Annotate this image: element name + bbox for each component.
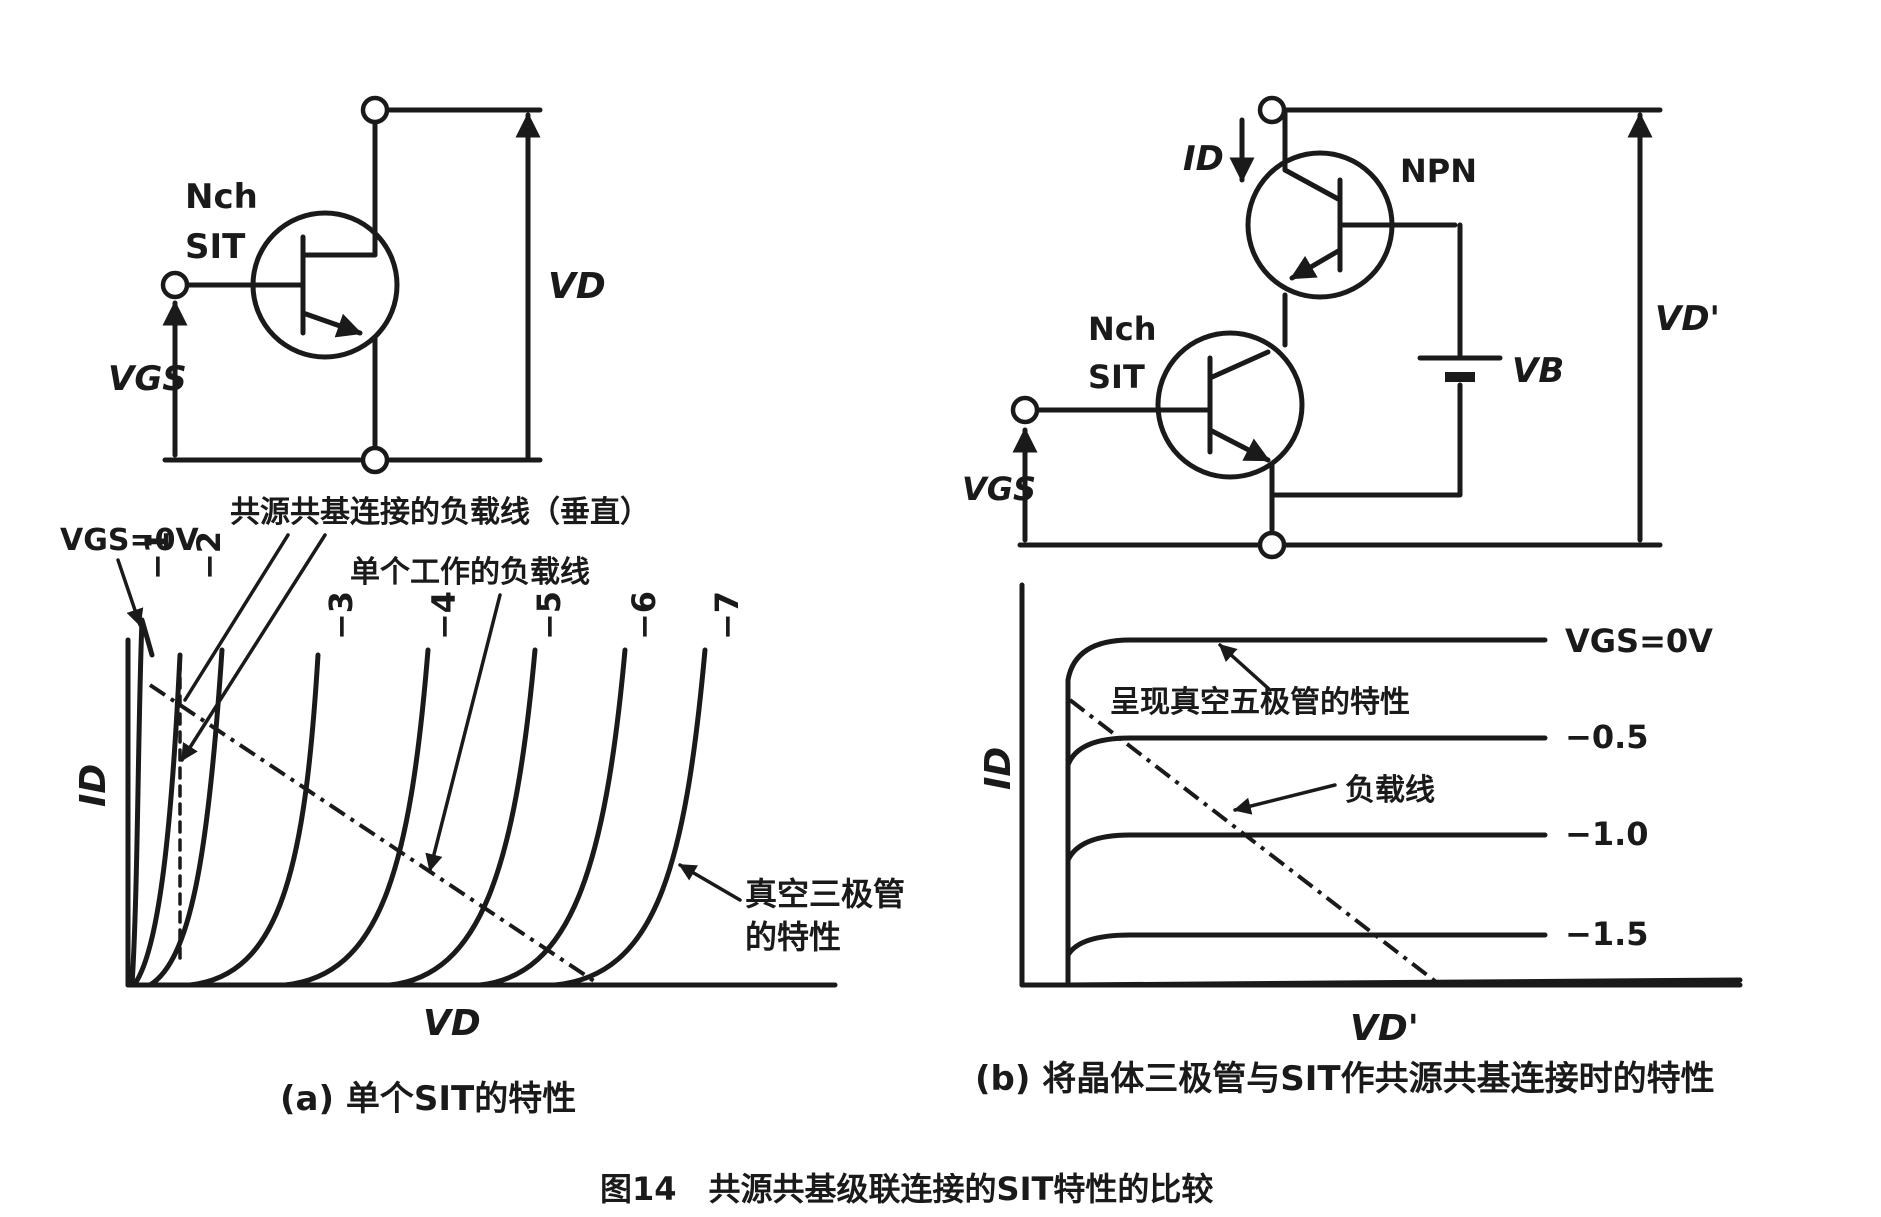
label-b-minus-1.5: −1.5 — [1565, 915, 1649, 953]
vgs-label: VGS — [108, 359, 187, 399]
curve-vgs-minus-3 — [187, 652, 321, 988]
label-vgs-minus-1: −1 — [138, 531, 176, 580]
label-b-minus-1.0: −1.0 — [1565, 815, 1649, 853]
panel-a-caption: (a) 单个SIT的特性 — [280, 1079, 576, 1119]
load-line-label-b: 负载线 — [1345, 773, 1435, 808]
figure-caption: 图14 共源共基级联连接的SIT特性的比较 — [600, 1170, 1213, 1208]
drain-terminal — [360, 95, 390, 125]
cascode-load-line-label: 共源共基连接的负载线（垂直） — [230, 495, 650, 530]
device-label-b-line1: Nch — [1088, 310, 1157, 348]
top-terminal-b — [1257, 95, 1287, 125]
vgs0-label-b: VGS=0V — [1565, 622, 1713, 660]
curve-vgs-minus-7 — [552, 647, 708, 988]
load-line-pointer-b — [1233, 783, 1337, 815]
triode-pointer — [678, 863, 742, 902]
curve-b-vgs-0 — [1065, 637, 1548, 988]
label-vgs-minus-3: −3 — [322, 591, 360, 640]
vd-axis-label: VD — [423, 1003, 481, 1044]
sit-drain-lead — [1207, 349, 1271, 381]
load-line-b — [1068, 698, 1442, 987]
nch-sit-symbol-b — [1155, 330, 1305, 480]
panel-b-plot: ID VD' VGS=0V −0.5 −1.0 −1.5 呈现真空五极管的特性 … — [975, 582, 1743, 1099]
triode-label-line2: 的特性 — [745, 918, 841, 956]
curve-vgs-minus-4 — [282, 647, 431, 988]
label-vgs-minus-4: −4 — [425, 591, 463, 640]
curve-b-vgs-minus-0.5 — [1065, 735, 1548, 988]
label-vgs-minus-5: −5 — [530, 591, 568, 640]
npn-label: NPN — [1400, 152, 1477, 190]
curve-b-vgs-minus-1.5 — [1065, 932, 1548, 988]
cascode-pointer-2 — [183, 533, 290, 702]
panel-b-caption: (b) 将晶体三极管与SIT作共源共基连接时的特性 — [975, 1059, 1715, 1099]
label-vgs-minus-6: −6 — [625, 591, 663, 640]
curve-b-vgs-minus-1.0 — [1065, 832, 1548, 988]
panel-a-circuit: Nch SIT VGS VD — [108, 95, 606, 475]
pentode-label: 呈现真空五极管的特性 — [1110, 685, 1410, 720]
drain-lead — [300, 107, 378, 258]
pentode-pointer — [1218, 643, 1272, 692]
vd-prime-axis-label: VD' — [1350, 1008, 1419, 1049]
source-lead — [300, 310, 363, 338]
bottom-terminal-b — [1257, 530, 1287, 560]
vd-prime-label-circuit: VD' — [1655, 299, 1720, 339]
battery-short-plate — [1445, 372, 1475, 382]
label-vgs-minus-7: −7 — [708, 591, 746, 640]
label-b-minus-0.5: −0.5 — [1565, 718, 1649, 756]
source-terminal — [360, 445, 390, 475]
vd-label: VD — [548, 266, 606, 307]
id-axis-label-b: ID — [978, 747, 1019, 790]
id-label-b: ID — [1183, 139, 1224, 179]
curve-b-bottom — [1065, 977, 1743, 988]
panel-b-circuit: ID NPN Nch SIT VB VD' VGS — [962, 95, 1720, 560]
vgs-label-b: VGS — [962, 470, 1036, 508]
device-label-line2: SIT — [185, 227, 246, 267]
vgs0-pointer — [116, 558, 144, 627]
panel-a-plot: ID VD VGS=0V −1 −2 −3 −4 −5 −6 −7 共源共基连接… — [60, 495, 905, 1119]
curve-vgs-0 — [129, 617, 155, 988]
gate-terminal — [160, 270, 190, 300]
curve-vgs-minus-6 — [477, 647, 628, 988]
npn-collector — [1282, 167, 1343, 203]
sit-source-lead — [1207, 427, 1271, 463]
vgs0-label: VGS=0V — [60, 523, 199, 558]
id-axis-label: ID — [73, 764, 114, 807]
gate-terminal-b — [1010, 395, 1040, 425]
curve-vgs-minus-1 — [131, 652, 183, 988]
curve-vgs-minus-5 — [387, 647, 538, 988]
device-label-line1: Nch — [185, 177, 258, 217]
device-label-b-line2: SIT — [1088, 358, 1145, 396]
single-load-line-label: 单个工作的负载线 — [350, 555, 590, 590]
single-load-line — [148, 683, 602, 987]
source-node-wire — [1269, 382, 1463, 498]
single-load-pointer — [425, 593, 502, 872]
npn-emitter — [1289, 247, 1343, 281]
cascode-pointer-1 — [180, 533, 327, 762]
label-vgs-minus-2: −2 — [190, 531, 228, 580]
triode-label-line1: 真空三极管 — [745, 875, 905, 913]
vb-label: VB — [1512, 351, 1564, 391]
